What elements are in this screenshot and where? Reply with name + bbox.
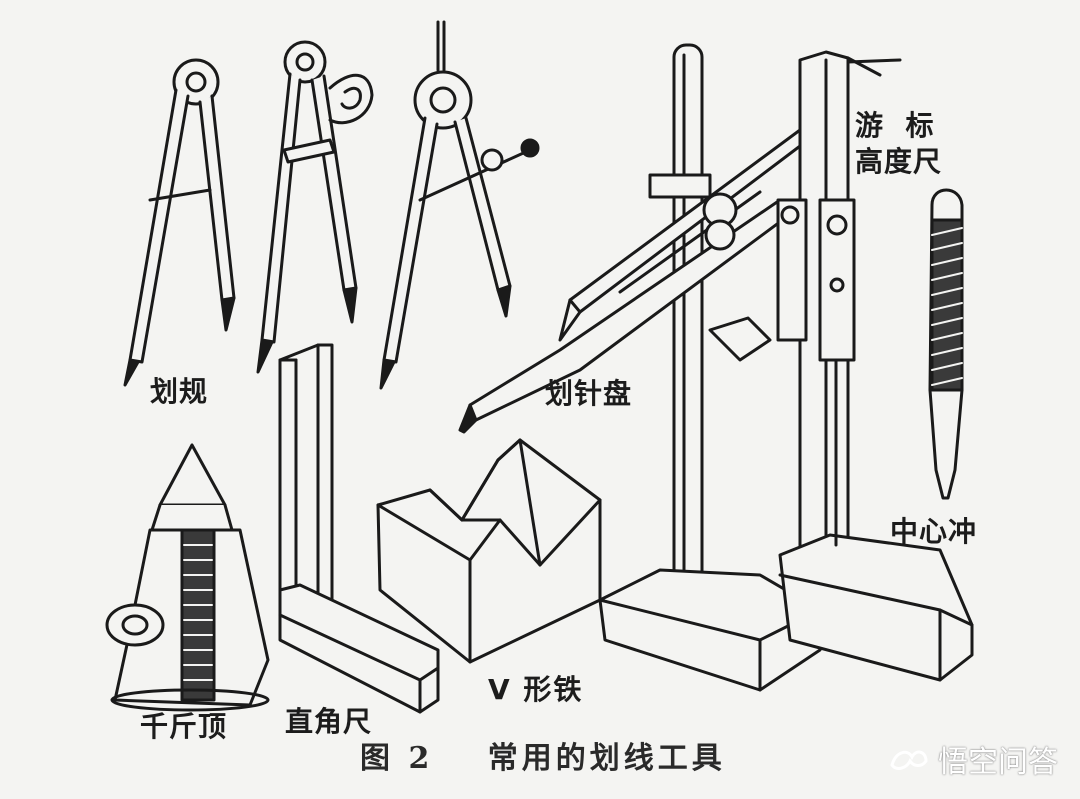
figure-title: 常用的划线工具	[487, 741, 726, 776]
figure-caption: 图 2 常用的划线工具	[360, 733, 726, 777]
dividers-1-drawing	[123, 58, 236, 387]
center-punch-label: 中心冲	[890, 515, 978, 548]
dividers-2-drawing	[256, 40, 374, 374]
height-gauge-label-line1: 游 标	[855, 109, 935, 142]
surface-gauge-drawing	[458, 43, 822, 692]
watermark: 悟空问答	[888, 737, 1058, 781]
center-punch-drawing	[928, 188, 964, 500]
square-label: 直角尺	[285, 705, 373, 738]
figure-number: 图 2	[360, 741, 434, 776]
jack-drawing	[105, 443, 270, 712]
watermark-text: 悟空问答	[938, 745, 1058, 780]
height-gauge-label-line2: 高度尺	[855, 145, 943, 178]
surface-gauge-label: 划针盘	[545, 377, 633, 410]
logo-icon	[890, 750, 928, 770]
v-block-label: V 形铁	[488, 673, 584, 706]
height-gauge-drawing	[708, 50, 974, 682]
v-block-drawing	[376, 438, 602, 664]
dividers-3-drawing	[379, 20, 540, 390]
jack-label: 千斤顶	[140, 710, 228, 743]
square-drawing	[278, 343, 440, 714]
dividers-label: 划规	[150, 375, 209, 408]
height-gauge-label: 游 标 高度尺	[855, 108, 942, 180]
